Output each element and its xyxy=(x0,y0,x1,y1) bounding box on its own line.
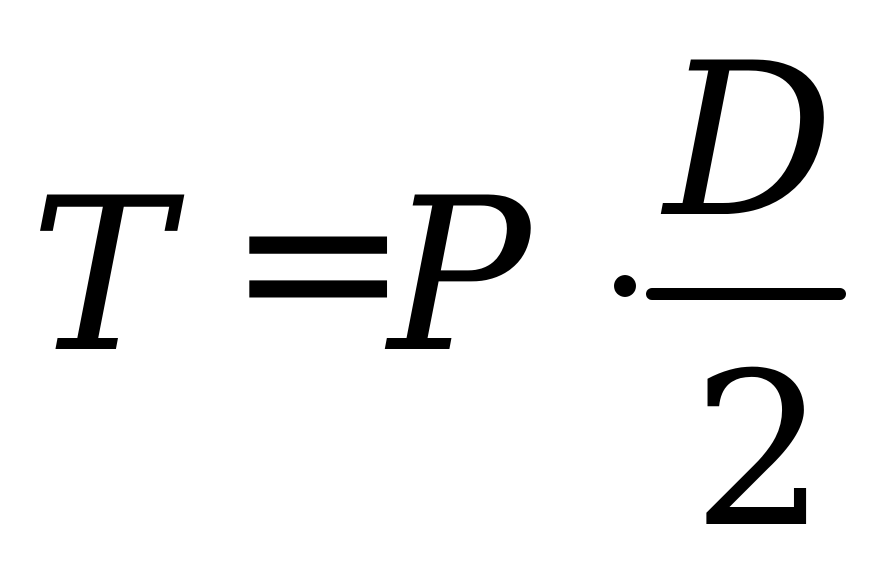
variable-t: T xyxy=(30,152,172,399)
fraction-bar xyxy=(646,288,846,300)
variable-p: P xyxy=(388,152,531,399)
fraction-denominator: 2 xyxy=(692,327,827,574)
fraction-numerator: D xyxy=(664,17,834,264)
equals-sign: = xyxy=(226,132,411,388)
multiplication-dot xyxy=(614,275,636,297)
